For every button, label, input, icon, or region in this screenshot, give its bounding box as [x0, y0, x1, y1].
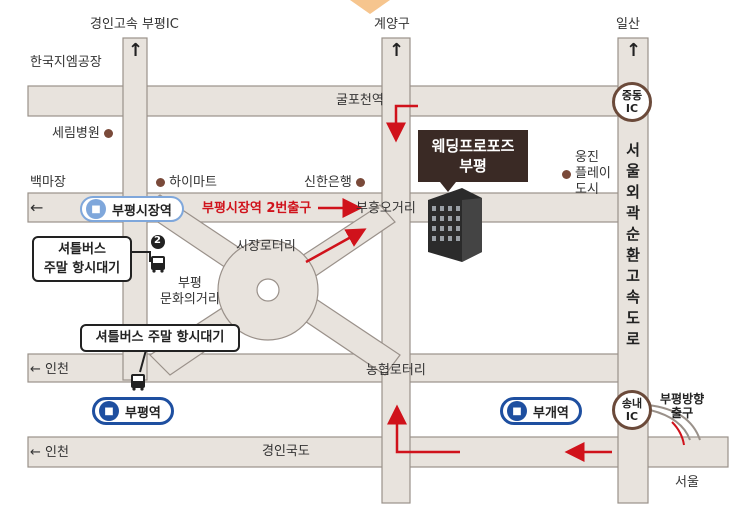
subway-icon: ■ — [507, 401, 527, 421]
label-ilsan: 일산 — [616, 17, 640, 32]
callout-shuttle-top: 셔틀버스 주말 항시대기 — [32, 236, 132, 282]
station-bupyeong[interactable]: ■ 부평역 — [92, 397, 174, 425]
label-seoul: 서울 — [675, 475, 699, 490]
venue-pointer — [440, 182, 456, 192]
up-arrow-icon: ↑ — [128, 40, 144, 61]
songnae-ramp — [647, 404, 701, 441]
road-gulpo-horizontal — [27, 85, 629, 117]
exit-number: 2 — [154, 235, 161, 246]
station-bugae[interactable]: ■ 부개역 — [500, 397, 582, 425]
subway-icon: ■ — [99, 401, 119, 421]
left-arrow-icon: ← — [30, 198, 44, 217]
landmark-dot-icon — [103, 129, 113, 138]
route-arrow-gulpo — [386, 104, 418, 143]
landmark-dot-icon — [156, 178, 165, 187]
landmark-dot-icon — [562, 169, 571, 179]
label-baekmajang: 백마장 — [30, 175, 66, 190]
venue-building — [428, 188, 482, 262]
station-bupyeong-market[interactable]: ■ 부평시장역 — [80, 196, 184, 222]
rotary-center — [256, 278, 280, 302]
label-gyeongin-road: 경인국도 — [262, 444, 310, 459]
exit-number-badge — [151, 235, 165, 249]
label-market-exit-2: 부평시장역 2번출구 — [202, 201, 312, 216]
label-ungjin-playcity: 웅진 플레이 도시 — [562, 150, 611, 198]
label-culture-street: 부평 문화의거리 — [160, 276, 220, 307]
label-serim-hospital: 세림병원 — [52, 127, 113, 140]
label-gyeyang: 계양구 — [374, 17, 410, 32]
callout-bottom-tail — [139, 349, 147, 373]
road-nonghyup-horizontal — [27, 353, 639, 383]
label-buheung-5way: 부흥오거리 — [356, 201, 416, 216]
label-haimart: 하이마트 — [156, 176, 217, 189]
label-sijang-rotary: 시장로터리 — [236, 239, 296, 254]
label-nonghyup-rotary: 농협로터리 — [366, 363, 426, 378]
callout-top-tail — [132, 251, 151, 262]
label-incheon-top: ← 인천 — [30, 362, 69, 377]
route-arrow-bottom — [387, 404, 460, 454]
label-bupyeong-exit: 부평방향 출구 — [660, 392, 705, 420]
label-gulpo-station: 굴포천역 — [336, 93, 384, 108]
decor-chevron — [350, 0, 390, 14]
label-incheon-bottom: ← 인천 — [30, 445, 69, 460]
label-shinhan-bank: 신한은행 — [304, 176, 365, 189]
up-arrow-icon: ↑ — [626, 40, 642, 61]
subway-icon: ■ — [86, 199, 106, 219]
up-arrow-icon: ↑ — [389, 40, 405, 61]
bus-icon — [151, 256, 165, 273]
bus-icon — [131, 374, 145, 391]
label-hanguk-gm: 한국지엠공장 — [30, 55, 102, 70]
songnae-ramp-inner — [649, 409, 691, 441]
route-arrow-rotary-ne — [305, 228, 367, 264]
venue-label-box: 웨딩프로포즈 부평 — [418, 130, 528, 182]
label-gyeongin-highway: 경인고속 부평IC — [90, 17, 179, 32]
callout-shuttle-bottom: 셔틀버스 주말 항시대기 — [80, 324, 240, 352]
landmark-dot-icon — [355, 178, 365, 187]
route-arrow-exit-curve — [671, 421, 685, 446]
